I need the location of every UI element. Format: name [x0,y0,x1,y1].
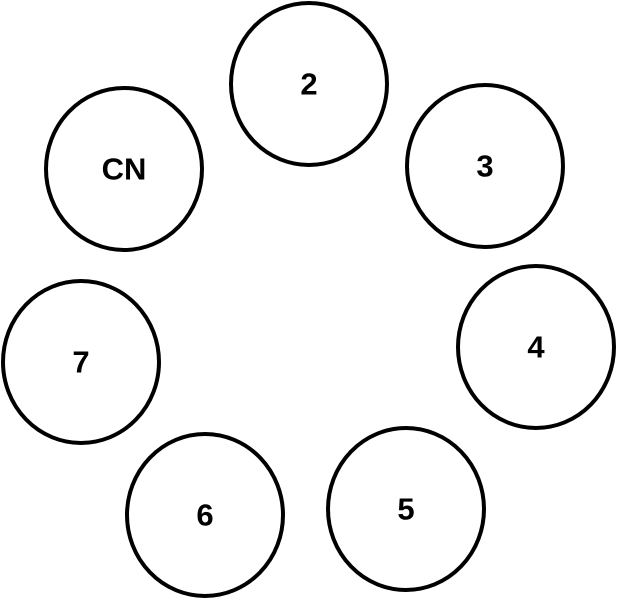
node-7: 7 [1,279,161,445]
node-6-circle [125,432,285,598]
node-7-label: 7 [72,345,89,380]
node-5-label: 5 [397,492,414,527]
node-2-label: 2 [300,67,317,102]
node-3-label: 3 [476,149,493,184]
node-5: 5 [326,426,486,592]
node-4-label: 4 [527,330,545,365]
node-3: 3 [405,83,565,249]
node-7-circle [1,279,161,445]
node-6-label: 6 [196,498,213,533]
node-6: 6 [125,432,285,598]
node-5-circle [326,426,486,592]
node-2-circle [229,1,389,167]
node-4: 4 [456,264,616,430]
node-cn: CN [44,86,204,252]
node-4-circle [456,264,616,430]
node-3-circle [405,83,565,249]
node-cn-label: CN [102,152,147,187]
node-2: 2 [229,1,389,167]
node-cn-circle [44,86,204,252]
